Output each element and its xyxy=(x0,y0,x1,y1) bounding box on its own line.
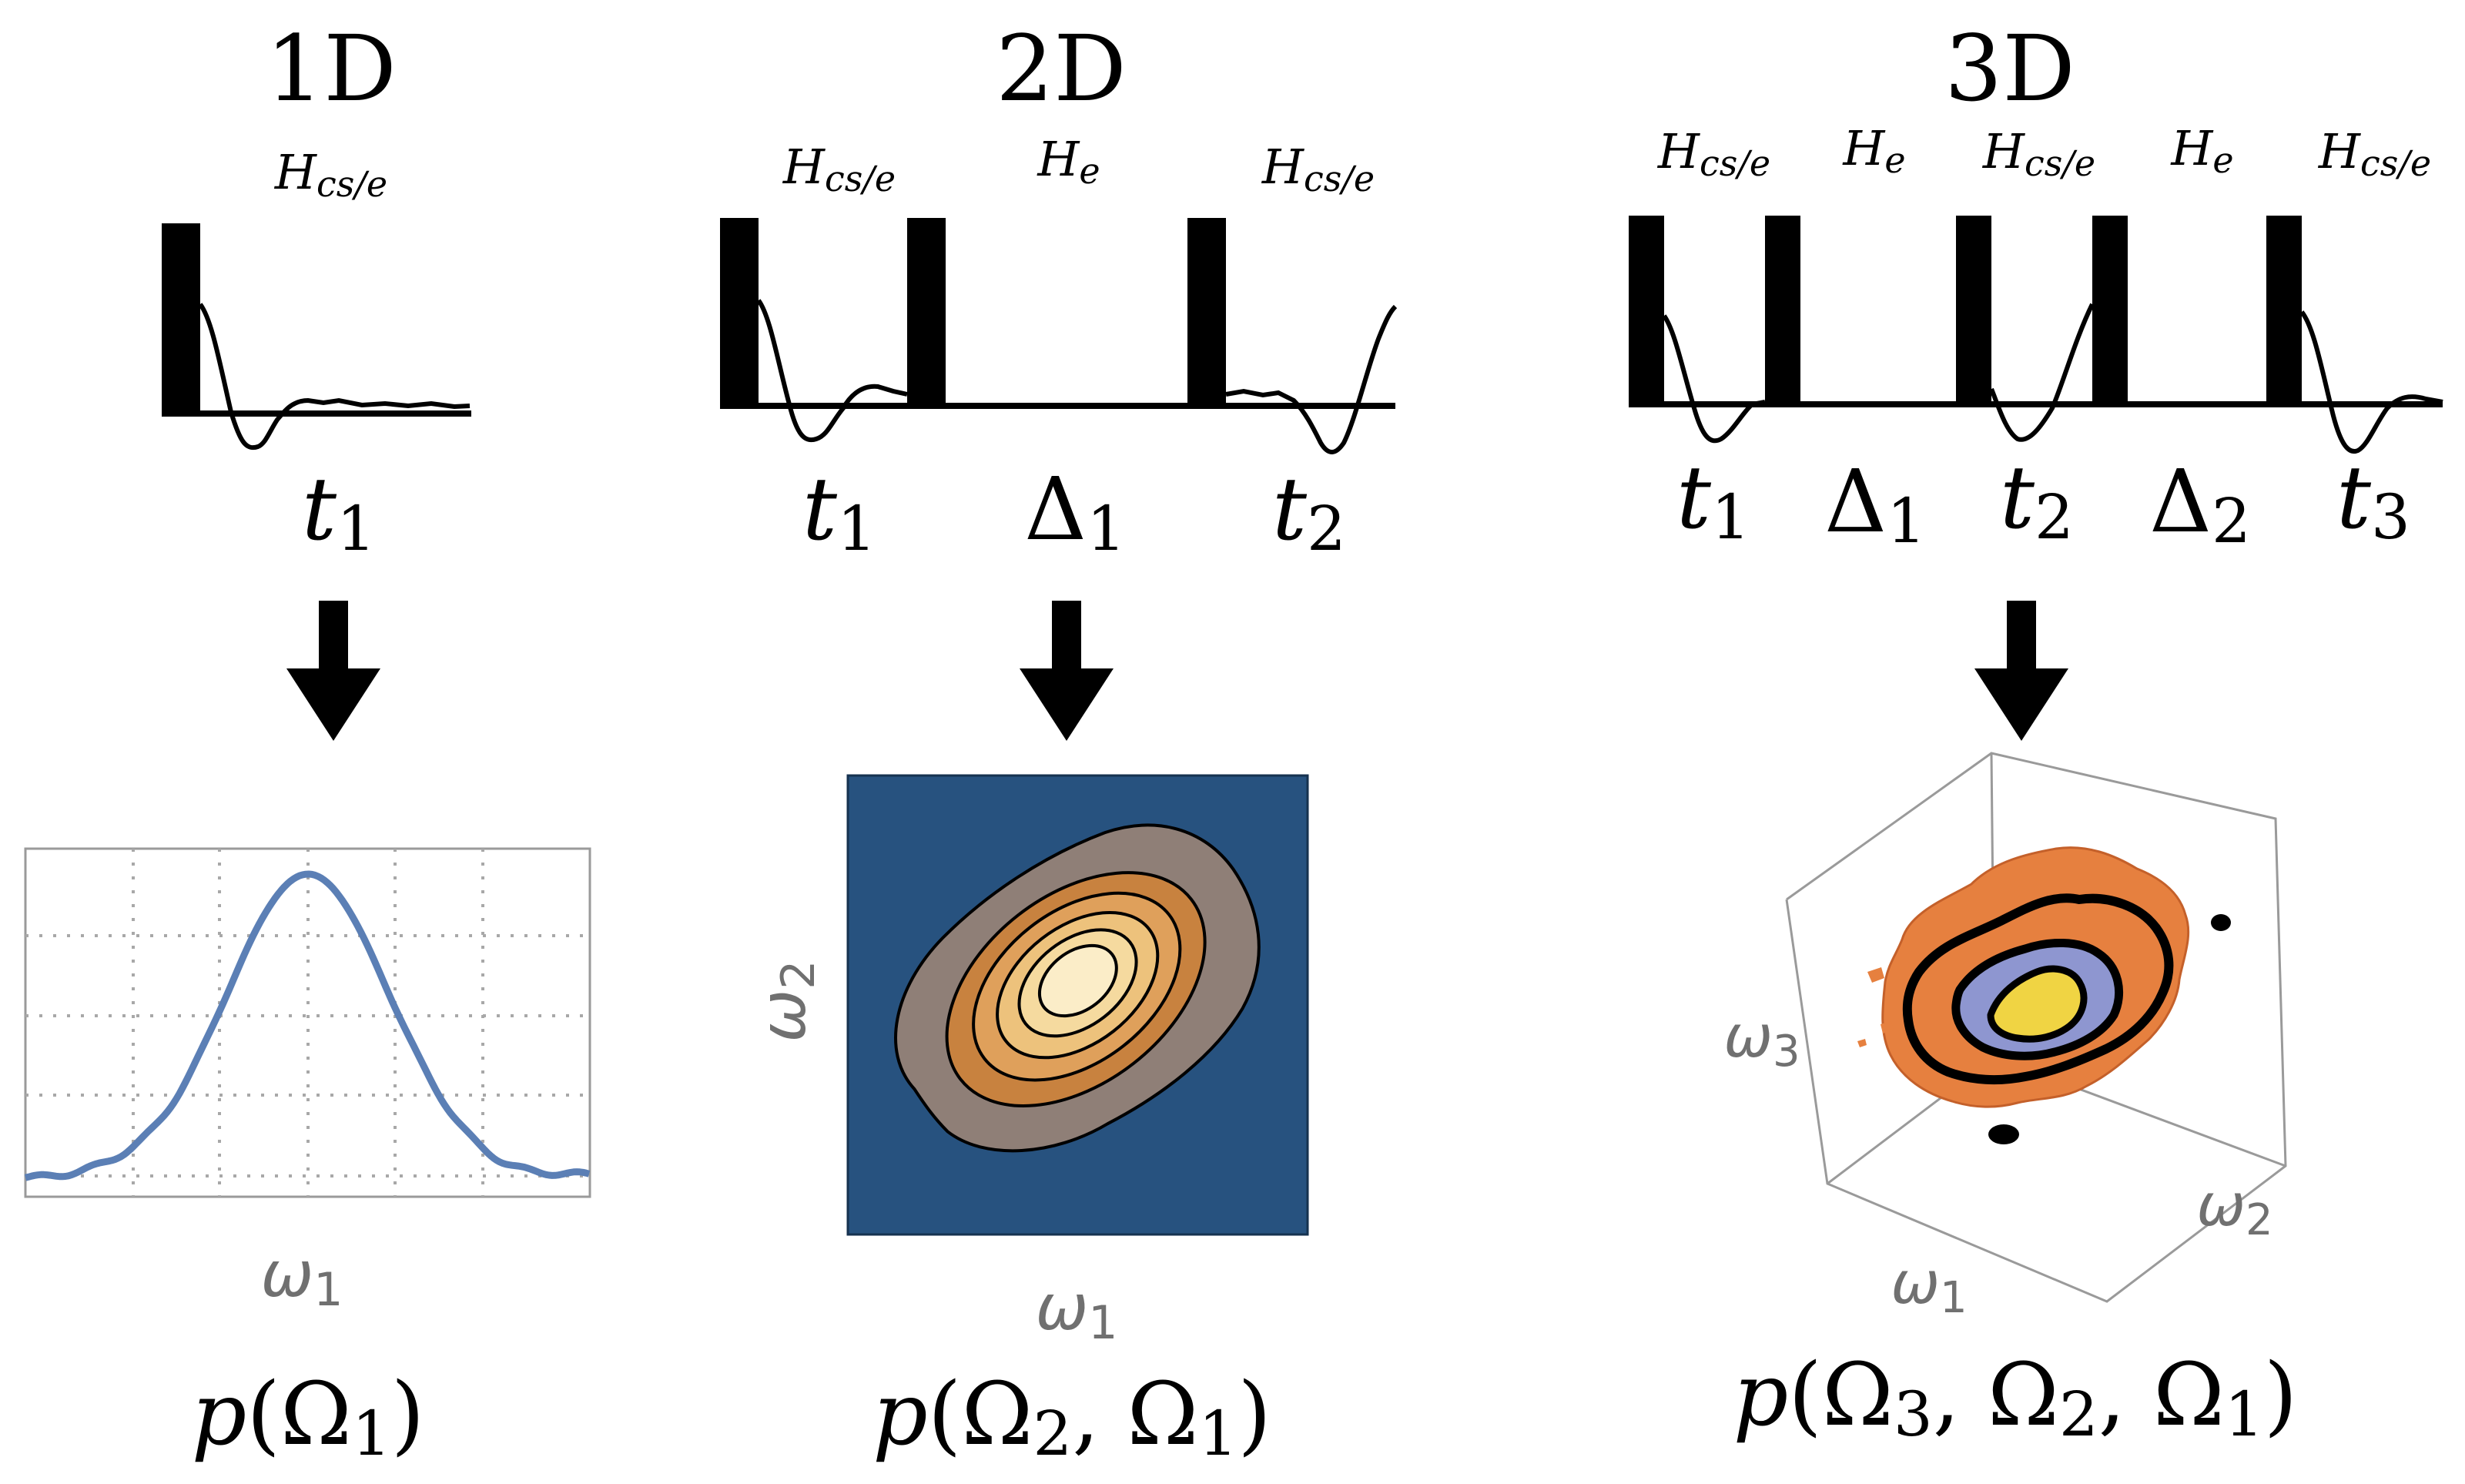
plot-1d: ω1 xyxy=(24,847,591,1317)
hamiltonian-label: Hcs/e He Hcs/e He Hcs/e xyxy=(1657,120,2431,184)
svg-text:Hcs/e: Hcs/e xyxy=(274,144,387,205)
svg-text:He: He xyxy=(1037,131,1100,192)
fid-signal xyxy=(756,299,908,443)
distribution-3d: p(Ω3, Ω2, Ω1) xyxy=(1733,1345,2298,1450)
contour-level-6 xyxy=(1037,943,1118,1018)
rf-pulse xyxy=(1629,216,1664,406)
pulse-sequence-1d xyxy=(162,223,471,451)
time-label: t2 xyxy=(1272,460,1346,564)
title-3d: 3D xyxy=(1944,15,2075,122)
distribution-2d: p(Ω2, Ω1) xyxy=(872,1365,1271,1469)
arrow-down-icon xyxy=(286,601,380,741)
isosurface xyxy=(1857,846,2231,1144)
pulse-sequence-2d xyxy=(720,218,1398,454)
time-label: Δ1 xyxy=(1024,460,1126,564)
axis-label-omega3: ω3 xyxy=(1723,1002,1800,1077)
plot-frame xyxy=(24,847,591,1198)
time-labels-2d: t1 Δ1 t2 xyxy=(802,460,1346,564)
axis-label-omega1: ω1 xyxy=(1891,1248,1967,1323)
fid-signal xyxy=(1662,314,1766,444)
svg-text:Hcs/e: Hcs/e xyxy=(1261,139,1375,199)
hamiltonian-label: Hcs/e xyxy=(274,144,387,205)
contour-outer xyxy=(1902,893,2174,1085)
time-labels-1d: t1 xyxy=(302,460,376,564)
axis-label-omega1: ω1 xyxy=(261,1238,343,1317)
blob-dot xyxy=(1988,1124,2019,1144)
time-label: t1 xyxy=(302,460,376,564)
echo-signal xyxy=(1989,303,2095,442)
rf-pulse xyxy=(2092,216,2128,406)
rf-pulse xyxy=(1765,216,1800,406)
rf-pulse xyxy=(720,218,759,407)
distribution-line xyxy=(24,870,591,1181)
axis-label-omega1: ω1 xyxy=(1036,1271,1118,1350)
arrow-down-icon xyxy=(1020,601,1114,741)
echo-signal xyxy=(1225,304,1398,454)
axis-label-omega2: ω2 xyxy=(747,960,826,1043)
svg-text:He: He xyxy=(2170,120,2233,181)
rf-pulse xyxy=(162,223,200,416)
rf-pulse xyxy=(2266,216,2302,406)
blob-dot xyxy=(2211,914,2231,931)
time-label: t1 xyxy=(1676,448,1750,553)
surface-plot-3d: ω3 ω2 ω1 xyxy=(1723,752,2287,1323)
svg-text:Hcs/e: Hcs/e xyxy=(1657,123,1770,184)
pulse-sequence-3d xyxy=(1629,216,2443,454)
title-2d: 2D xyxy=(996,15,1127,122)
svg-text:Hcs/e: Hcs/e xyxy=(1982,123,2095,184)
rf-pulse xyxy=(1187,218,1226,407)
time-label: t3 xyxy=(2336,448,2410,553)
distribution-1d: p(Ω1) xyxy=(192,1365,425,1469)
contour-map-2d: ω2 ω1 xyxy=(747,774,1309,1350)
svg-text:Hcs/e: Hcs/e xyxy=(2318,123,2431,184)
grid-lines xyxy=(25,849,590,1197)
svg-text:He: He xyxy=(1842,120,1905,181)
time-label: Δ1 xyxy=(1824,452,1926,557)
time-label: t1 xyxy=(802,460,876,564)
time-labels-3d: t1 Δ1 t2 Δ2 t3 xyxy=(1676,448,2410,557)
echo-signal xyxy=(2299,310,2443,454)
isosurface-yellow xyxy=(1987,965,2088,1043)
svg-text:Hcs/e: Hcs/e xyxy=(782,139,896,199)
rf-pulse xyxy=(1956,216,1991,406)
hamiltonian-label: Hcs/e He Hcs/e xyxy=(782,131,1375,199)
time-label: Δ2 xyxy=(2149,452,2251,557)
arrow-down-icon xyxy=(1974,601,2068,741)
rf-pulse xyxy=(907,218,946,407)
isosurface-orange-fleck xyxy=(1857,967,1894,1047)
axis-label-omega2: ω2 xyxy=(2196,1171,2272,1245)
title-1d: 1D xyxy=(266,15,397,122)
fid-signal xyxy=(198,303,471,451)
time-label: t2 xyxy=(2000,448,2074,553)
